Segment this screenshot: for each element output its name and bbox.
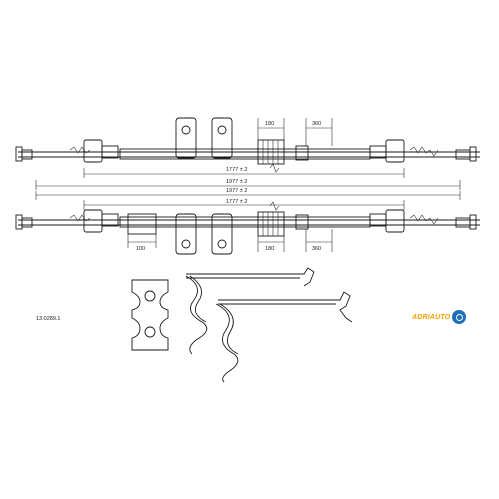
bottom-brackets	[127, 211, 309, 255]
dim-bottom-360: 360	[312, 246, 321, 252]
part-number: 13.0289.1	[36, 316, 61, 322]
brand-logo: ADRIAUTO	[412, 310, 467, 324]
length-dims: 1777 ± 2 1977 ± 2 1977 ± 2 1777 ± 2	[35, 163, 461, 211]
dim-top-360: 360	[312, 121, 321, 127]
top-segment-dims: 180 360	[257, 118, 333, 146]
dim-lower-length: 1777 ± 2	[226, 199, 247, 205]
top-cable	[15, 139, 480, 163]
dim-top-180: 180	[265, 121, 274, 127]
spring-clip-left	[185, 267, 315, 355]
dim-bottom-100: 100	[136, 246, 145, 252]
dim-upper-length: 1777 ± 2	[226, 167, 247, 173]
dim-upper-total: 1977 ± 2	[226, 179, 247, 185]
bottom-cable	[15, 209, 480, 233]
bottom-segment-dims: 100 180 360	[127, 229, 333, 252]
brand-badge-icon	[452, 310, 467, 324]
top-brackets	[175, 117, 309, 165]
mounting-plate	[131, 279, 169, 351]
dim-bottom-180: 180	[265, 246, 274, 252]
spring-clip-right	[215, 291, 353, 383]
brand-name: ADRIAUTO	[412, 313, 451, 321]
dim-lower-total: 1977 ± 2	[226, 188, 247, 194]
